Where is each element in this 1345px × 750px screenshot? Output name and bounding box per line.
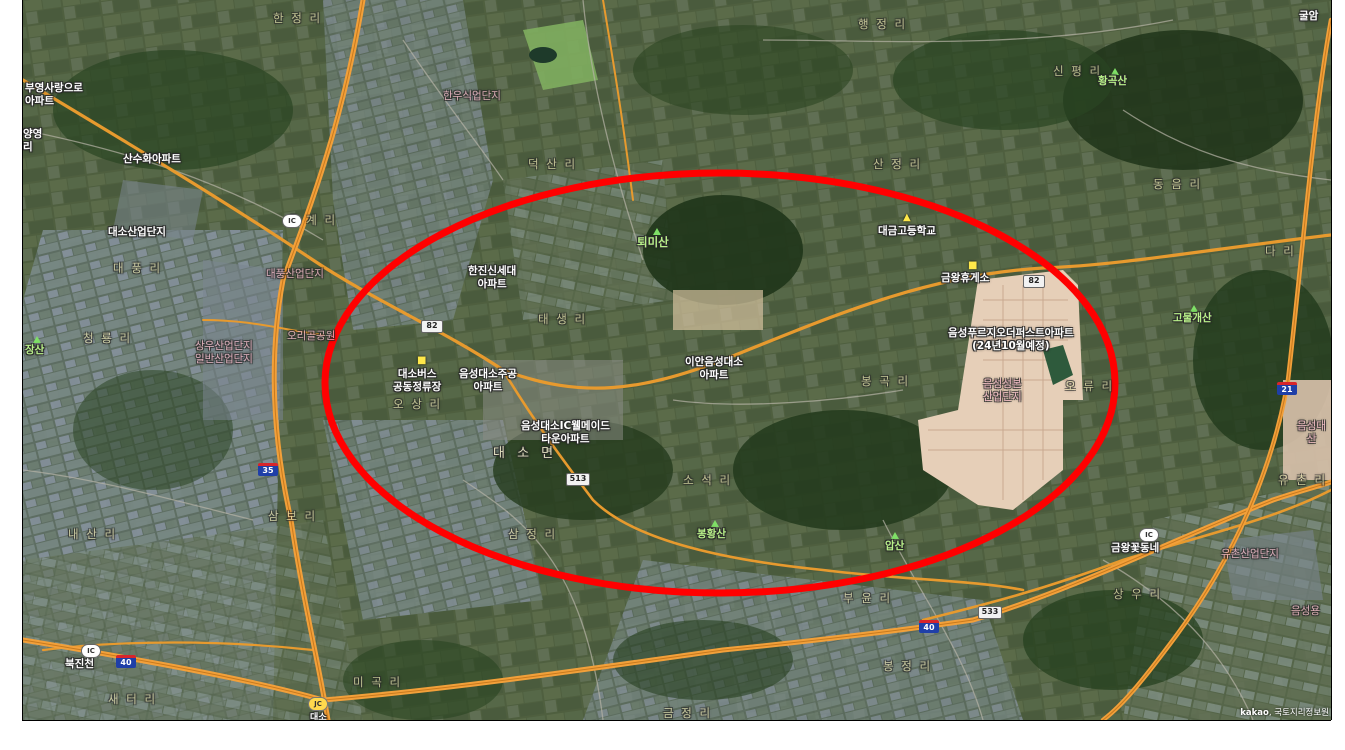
place-haeng-ri: 행 정 리 [858, 17, 908, 31]
place-geumjeong-ri: 금 정 리 [663, 706, 713, 720]
label-apsan: 압산 [885, 540, 905, 552]
label-gomulgaesan: 고물개산 [1173, 312, 1212, 324]
label-buyeong-apt: 부영사랑으로 아파트 [25, 82, 83, 107]
label-bukjincheon: 북진천 [65, 658, 94, 670]
mountain-icon [33, 336, 41, 343]
label-geumwang-rest: 금왕휴게소 [941, 272, 990, 284]
route-513-shield: 513 [566, 473, 590, 486]
label-eumseong-right-industrial: 음성대 산 [1297, 420, 1326, 445]
place-ohyeon-ri: 오 류 리 [1065, 379, 1115, 393]
label-daegeum-school: 대금고등학교 [878, 225, 936, 237]
label-ori-park: 오리골공원 [287, 330, 336, 342]
place-dongeum-ri: 동 음 리 [1153, 177, 1203, 191]
place-yuchon-ri: 유 촌 리 [1278, 473, 1328, 487]
label-daeso-industrial: 대소산업단지 [108, 226, 166, 238]
interchange-icon: IC [1139, 528, 1159, 542]
school-icon: ▲ [903, 212, 911, 223]
label-gulam: 굴암 [1299, 10, 1319, 22]
frame-border [22, 720, 1331, 721]
place-bujeong-ri: 부 윤 리 [843, 591, 893, 605]
route-533-shield: 533 [978, 606, 1002, 619]
mountain-icon [891, 532, 899, 539]
highlight-ellipse [321, 169, 1119, 597]
place-miho-ri: 미 곡 리 [353, 675, 403, 689]
place-sanjeong-ri: 산 정 리 [873, 157, 923, 171]
label-hanwoo-industrial: 한우식업단지 [443, 90, 501, 102]
label-yangyeong-ri: 양영 리 [23, 128, 43, 153]
place-bongjeong-ri: 봉 정 리 [883, 659, 933, 673]
map-viewport[interactable]: 대 소 면 태 생 리 오 상 리 삼 보 리 삼 정 리 소 석 리 내 산 … [22, 0, 1332, 720]
label-daeso-jc: 대소 [310, 713, 327, 720]
place-sinjeong-ri: 신 평 리 [1053, 64, 1103, 78]
route-82-shield: 82 [421, 320, 443, 333]
label-daepung-industrial: 대풍산업단지 [266, 268, 324, 280]
mountain-icon [1190, 305, 1198, 312]
place-saeteo-ri: 새 터 리 [108, 692, 158, 706]
label-toemisan: 퇴미산 [637, 235, 669, 249]
place-daeso-myeon: 대 소 면 [493, 446, 558, 461]
label-sansu-apt: 산수화아파트 [123, 153, 181, 165]
label-jangsan: 장산 [25, 344, 45, 356]
interchange-icon: IC [81, 644, 101, 658]
place-daepung-ri: 대 풍 리 [113, 261, 163, 275]
expressway-35-shield: 35 [258, 463, 278, 476]
mountain-icon [653, 228, 661, 235]
label-eumseong-seongbon-industrial: 음성성본 산업단지 [983, 378, 1022, 403]
label-hanjin-apt: 한진신세대 아파트 [468, 265, 517, 290]
place-hangye-ri: 한 정 리 [273, 11, 323, 25]
attribution-source: 국토지리정보원 [1274, 708, 1329, 718]
expressway-21-shield: 21 [1277, 382, 1297, 395]
place-cheongyong-ri: 청 룡 리 [83, 331, 133, 345]
place-soseok-ri: 소 석 리 [683, 473, 733, 487]
expressway-40-shield: 40 [919, 620, 939, 633]
rest-area-icon: ■ [968, 260, 978, 271]
label-geumwang-kkotdongne: 금왕꽃동네 [1111, 542, 1160, 554]
label-bonghwangsan: 봉황산 [697, 528, 726, 540]
mountain-icon [1111, 68, 1119, 75]
junction-icon: JC [308, 697, 328, 711]
label-eumseong-right: 음성용 [1291, 605, 1320, 617]
satellite-map [23, 0, 1331, 720]
kakao-brand: kakao [1240, 708, 1269, 718]
place-deoksan-ri: 덕 산 리 [528, 157, 578, 171]
mountain-icon [711, 520, 719, 527]
expressway-40-shield: 40 [116, 655, 136, 668]
route-82-shield: 82 [1023, 275, 1045, 288]
place-samjeong-ri: 삼 정 리 [508, 527, 558, 541]
label-daeso-bus-terminal: 대소버스 공동정류장 [393, 368, 442, 393]
interchange-icon: IC [282, 214, 302, 228]
label-sangu-general-industrial: 상우산업단지 일반산업단지 [195, 340, 253, 365]
label-eumseong-prugio: 음성푸르지오더퍼스트아파트 (24년10월예정) [948, 327, 1074, 352]
place-ogi-ri: 오 상 리 [393, 397, 443, 411]
place-sambo-ri: 삼 보 리 [268, 509, 318, 523]
label-hwanggoksan: 황곡산 [1098, 75, 1127, 87]
map-attribution: kakao, 국토지리정보원 [1240, 708, 1329, 718]
place-taesaeng-ri: 태 생 리 [538, 312, 588, 326]
label-eumseong-daeso-ic-wellmade-apt: 음성대소IC웰메이드 타운아파트 [521, 420, 610, 445]
label-ian-eumseong-daeso-apt: 이안음성대소 아파트 [685, 356, 743, 381]
place-naesan-ri: 내 산 리 [68, 527, 118, 541]
place-bonggok-ri: 봉 곡 리 [861, 374, 911, 388]
place-sangu-ri: 상 우 리 [1113, 587, 1163, 601]
bus-stop-icon: ■ [417, 355, 427, 366]
label-yuchon-industrial: 유촌산업단지 [1221, 548, 1279, 560]
place-da-ri: 다 리 [1265, 244, 1296, 258]
label-eumseong-daeso-jugong-apt: 음성대소주공 아파트 [459, 368, 517, 393]
